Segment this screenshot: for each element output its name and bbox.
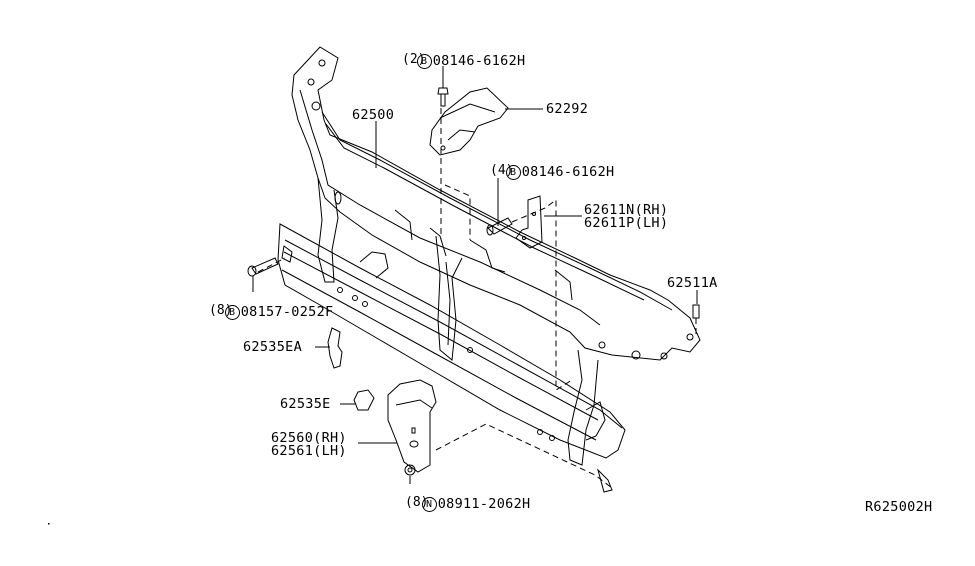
bolt-08146-b [486, 217, 513, 236]
bolt-62511A [692, 304, 700, 319]
left-pillar [317, 177, 342, 283]
fastener-qty-08146-b: (4) [490, 163, 514, 178]
badge-icon: B [505, 165, 521, 180]
part-label-62561: 62561(LH) [271, 443, 347, 459]
badge-icon: B [416, 54, 432, 69]
part-label-62535EA: 62535EA [243, 339, 302, 355]
upper-support-62500 [291, 46, 701, 361]
bracket-62560 [387, 379, 437, 473]
part-label-62292: 62292 [546, 101, 589, 117]
part-label-62611N: 62611N(RH) [584, 202, 669, 218]
lower-support-rail [277, 223, 626, 493]
clip-62535E [353, 389, 375, 411]
fastener-qty-08911: (8) [405, 495, 429, 510]
fastener-qty-08146-a: (2) [402, 52, 426, 67]
bracket-62292 [429, 87, 509, 156]
right-pillar [567, 349, 606, 466]
bolt-08157 [247, 257, 279, 277]
dashed-guide-4 [257, 257, 286, 273]
part-label-62611P: 62611P(LH) [584, 215, 669, 231]
reference-code: R625002H [865, 499, 933, 515]
dashed-guide-3 [511, 199, 573, 391]
fastener-qty-08157: (8) [209, 303, 233, 318]
stray-dot [48, 523, 50, 525]
part-label-62500: 62500 [352, 107, 395, 123]
clip-62535EA [327, 327, 343, 369]
center-pillar [435, 235, 463, 361]
badge-icon: N [421, 497, 437, 512]
badge-icon: B [224, 305, 240, 320]
part-label-62535E: 62535E [280, 396, 331, 412]
part-label-62560: 62560(RH) [271, 430, 347, 446]
bolt-08146-a [437, 87, 449, 107]
part-label-62511A: 62511A [667, 275, 718, 291]
